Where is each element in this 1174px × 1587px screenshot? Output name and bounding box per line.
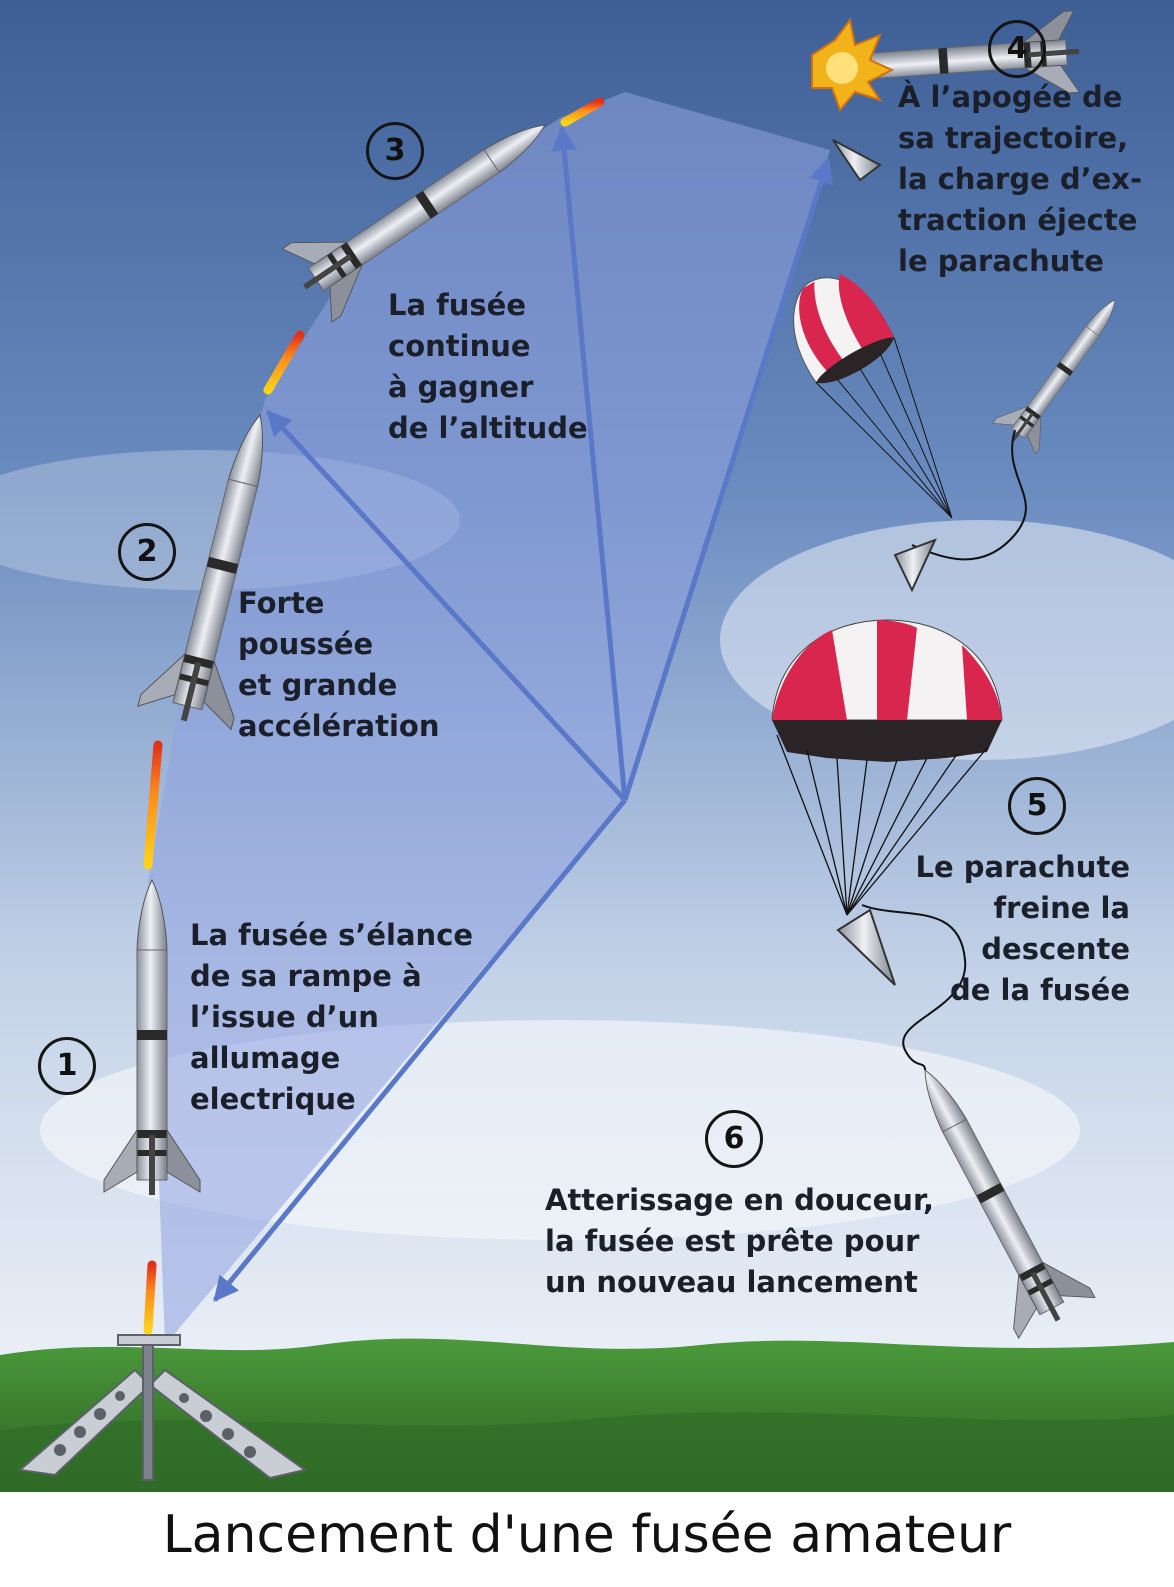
step-5-text: Le parachute freine la descente de la fu… [915,850,1130,1007]
step-4-number: 4 [988,20,1046,78]
step-2-number: 2 [118,523,176,581]
step-5-number: 5 [1008,777,1066,835]
step-4-text: À l’apogée de sa trajectoire, la charge … [898,80,1143,278]
title-band [0,1492,1174,1587]
diagram-title: Lancement d'une fusée amateur [162,1505,1012,1565]
step-3-number: 3 [366,122,424,180]
step-6-number: 6 [705,1110,763,1168]
step-1-number: 1 [38,1037,96,1095]
step-2-text: Forte poussée et grande accélération [238,586,440,743]
step-3-text: La fusée continue à gagner de l’altitude [388,288,588,445]
step-1-text: La fusée s’élance de sa rampe à l’issue … [190,918,474,1116]
step-6-text: Atterissage en douceur, la fusée est prê… [545,1183,934,1299]
